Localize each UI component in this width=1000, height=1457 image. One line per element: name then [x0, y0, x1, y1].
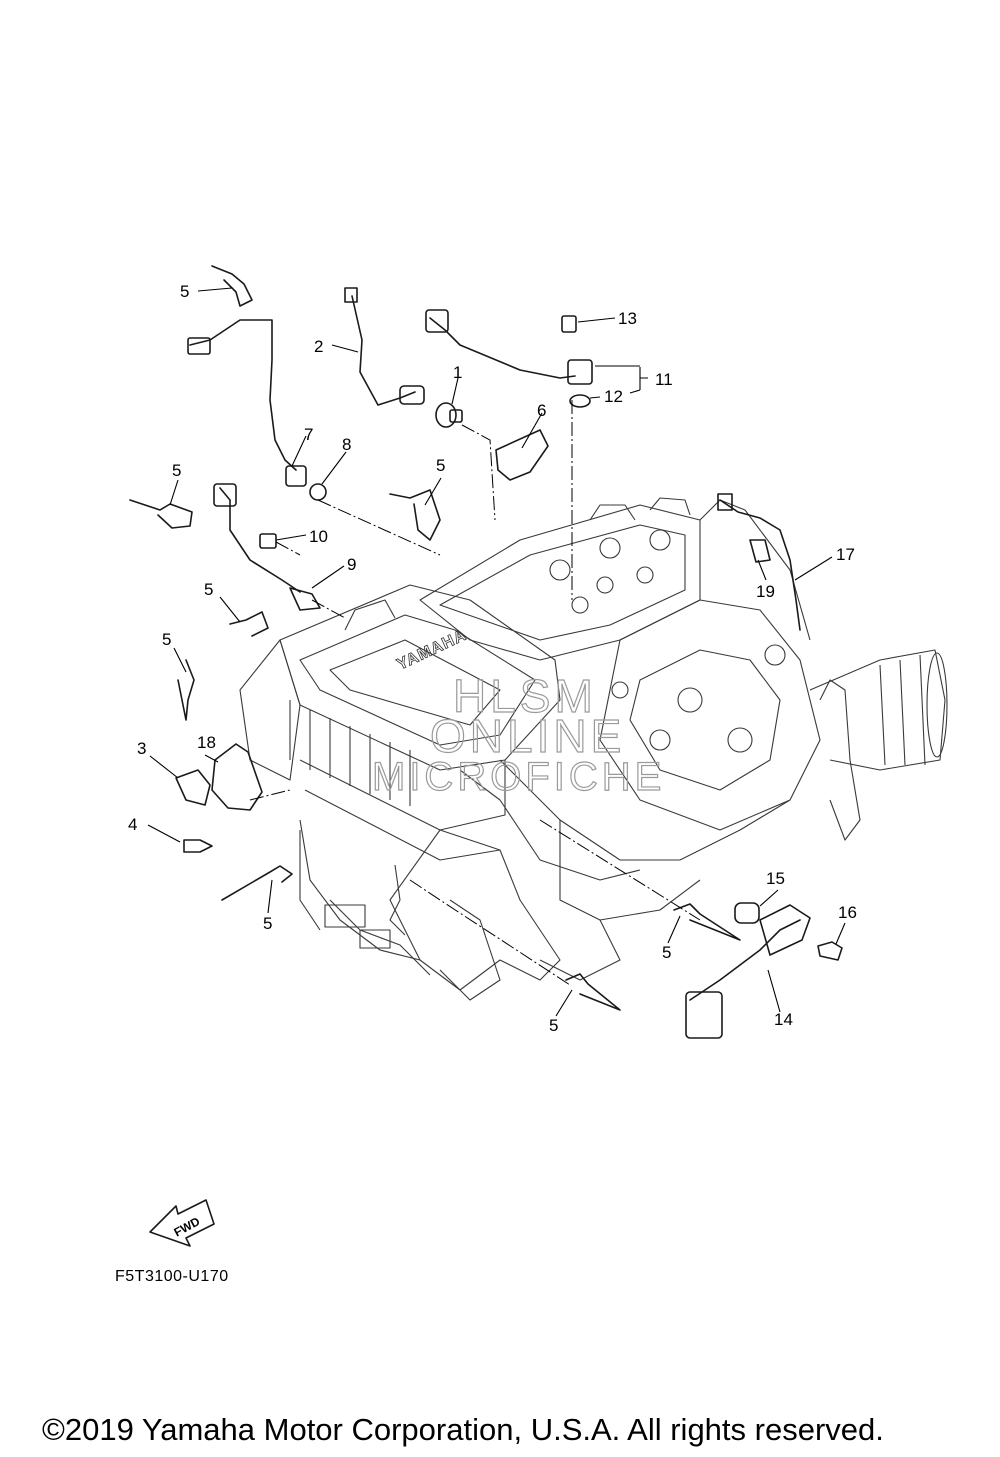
part-16-bolt [817, 941, 843, 961]
callouts: 1 2 3 4 5 5 5 5 5 5 5 5 5 6 7 8 9 10 11 … [128, 282, 857, 1035]
engine-logo: YAMAHA [395, 627, 470, 674]
part-14-harness [689, 919, 801, 1001]
parts [129, 265, 843, 1039]
copyright-notice: ©2019 Yamaha Motor Corporation, U.S.A. A… [42, 1412, 884, 1447]
callout-12: 12 [604, 387, 623, 406]
part-8-o-ring [309, 483, 327, 501]
part-13-bolt [561, 315, 577, 333]
watermark-line-3: MICROFICHE [372, 755, 665, 799]
callout-5: 5 [204, 580, 213, 599]
watermark-line-2: ONLINE [430, 710, 625, 762]
part-9-sensor [289, 587, 321, 611]
callout-13: 13 [618, 309, 637, 328]
callout-10: 10 [309, 527, 328, 546]
callout-3: 3 [137, 739, 146, 758]
callout-7: 7 [304, 425, 313, 444]
callout-5: 5 [263, 914, 272, 933]
callout-5: 5 [436, 456, 445, 475]
callout-8: 8 [342, 435, 351, 454]
callout-5: 5 [172, 461, 181, 480]
callout-17: 17 [836, 545, 855, 564]
callout-5: 5 [180, 282, 189, 301]
callout-11: 11 [655, 370, 673, 389]
callout-5: 5 [662, 943, 671, 962]
part-12-o-ring [569, 394, 591, 408]
part-3 [175, 769, 211, 806]
watermark: HLSM ONLINE MICROFICHE [371, 669, 665, 799]
part-4-bolt [183, 839, 213, 853]
callout-16: 16 [838, 903, 857, 922]
part-6-band [495, 429, 549, 481]
leader-lines [147, 287, 846, 1017]
fwd-label: FWD [172, 1214, 203, 1239]
callout-18: 18 [197, 733, 216, 752]
part-19 [749, 539, 771, 563]
diagram-code: F5T3100-U170 [115, 1268, 229, 1285]
callout-5: 5 [549, 1016, 558, 1035]
engine-assembly [239, 497, 948, 1001]
callout-4: 4 [128, 815, 137, 834]
callout-1: 1 [453, 363, 462, 382]
callout-6: 6 [537, 401, 546, 420]
part-10-bolt [259, 533, 277, 549]
part-2-lead [351, 295, 416, 406]
callout-5: 5 [162, 630, 171, 649]
part-18-bracket [211, 743, 263, 811]
callout-9: 9 [347, 555, 356, 574]
callout-14: 14 [774, 1010, 793, 1029]
fwd-arrow-icon: FWD [149, 1199, 215, 1247]
part-15-gasket [734, 902, 760, 924]
callout-19: 19 [756, 582, 775, 601]
part-1 [435, 402, 457, 428]
callout-15: 15 [766, 869, 785, 888]
watermark-line-1: HLSM [453, 670, 597, 722]
callout-2: 2 [314, 337, 323, 356]
